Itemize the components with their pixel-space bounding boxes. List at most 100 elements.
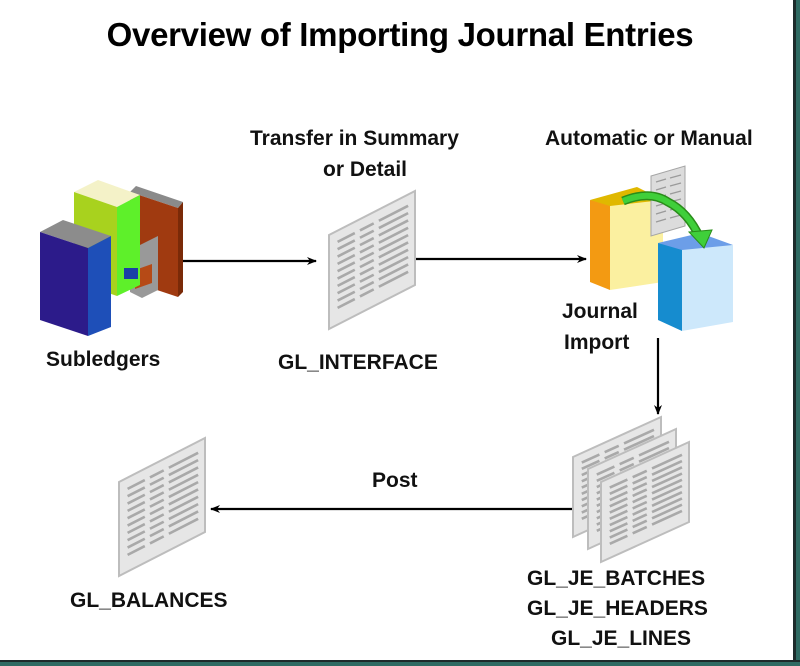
sheet-row-line bbox=[168, 488, 199, 506]
sheet-row-line bbox=[337, 231, 356, 244]
window-frame-bottom bbox=[0, 660, 800, 666]
sheet-row-line bbox=[337, 261, 356, 273]
sheet-row-line bbox=[149, 513, 165, 523]
sheet-row-line bbox=[337, 253, 356, 266]
sheet-row-line bbox=[632, 488, 648, 498]
post-edge-label: Post bbox=[372, 469, 418, 492]
sheet-row-line bbox=[149, 491, 165, 501]
sheet-row-line bbox=[359, 229, 375, 239]
sheet-row-line bbox=[168, 458, 199, 477]
sheet-row-line bbox=[651, 509, 683, 526]
sheet-row-line bbox=[651, 466, 683, 483]
sheet-row-line bbox=[359, 251, 375, 261]
sheet-row-line bbox=[127, 508, 146, 520]
sheet-row-line bbox=[378, 211, 409, 230]
sheet-row-line bbox=[127, 544, 146, 557]
sheet-row-line bbox=[604, 450, 620, 460]
sheet-row-line bbox=[149, 498, 165, 508]
sheet-row-line bbox=[127, 478, 146, 491]
sheet-row-line bbox=[168, 480, 199, 499]
sheet-row-line bbox=[127, 537, 146, 549]
sheet-row-line bbox=[623, 428, 655, 445]
sheet-row-line bbox=[609, 478, 628, 489]
journal-import-label-line2: Import bbox=[564, 331, 630, 354]
sheet-row-line bbox=[619, 462, 635, 472]
sheet-row-line bbox=[609, 534, 628, 545]
sheet-row-line bbox=[127, 522, 146, 535]
sheet-row-line bbox=[632, 469, 648, 479]
sheet-row-line bbox=[337, 297, 356, 310]
subledgers-label: Subledgers bbox=[46, 348, 161, 371]
sheet-row-line bbox=[359, 258, 375, 269]
sheet-row-line bbox=[632, 482, 648, 491]
sheet-row-line bbox=[168, 517, 199, 535]
sheet-row-line bbox=[149, 505, 165, 516]
sheet-row-line bbox=[581, 459, 600, 471]
sheet-row-line bbox=[127, 515, 146, 527]
je-tables-label-batches: GL_JE_BATCHES bbox=[527, 567, 706, 590]
sheet-row-line bbox=[596, 471, 615, 483]
sheet-row-line bbox=[378, 263, 409, 281]
sheet-row-line bbox=[609, 497, 628, 508]
sheet-row-line bbox=[596, 465, 615, 476]
sheet-row-line bbox=[632, 513, 648, 523]
books-icon bbox=[40, 180, 183, 336]
diagram-title: Overview of Importing Journal Entries bbox=[106, 16, 694, 53]
sheet-row-line bbox=[651, 472, 683, 489]
sheet-row-line bbox=[632, 525, 648, 535]
sheet-row-line bbox=[337, 246, 356, 258]
sheet-row-line bbox=[337, 275, 356, 288]
sheet-row-line bbox=[638, 440, 670, 457]
sheet-row-line bbox=[127, 500, 146, 513]
sheet-row-line bbox=[378, 233, 409, 252]
gl-balances-label: GL_BALANCES bbox=[70, 589, 228, 612]
sheet-row-line bbox=[378, 204, 409, 222]
sheet-row-line bbox=[609, 503, 628, 514]
sheet-row-line bbox=[149, 476, 165, 486]
sheet-row-line bbox=[378, 241, 409, 259]
sheet-row-line bbox=[149, 535, 165, 545]
sheet-row-line bbox=[378, 248, 409, 266]
gl-interface-label: GL_INTERFACE bbox=[278, 351, 438, 374]
sheet-row-line bbox=[581, 453, 600, 464]
sheet-row-line bbox=[632, 507, 648, 516]
file-transfer-icon bbox=[590, 165, 733, 331]
sheet-row-line bbox=[378, 226, 409, 244]
sheet-row-line bbox=[651, 478, 683, 495]
sheet-row-line bbox=[359, 266, 375, 276]
sheet-row-line bbox=[632, 519, 648, 529]
sheet-row-line bbox=[651, 453, 683, 470]
sheet-row-line bbox=[632, 494, 648, 504]
sheet-row-line bbox=[168, 495, 199, 513]
sheet-row-line bbox=[638, 446, 670, 463]
sheet-row-line bbox=[651, 459, 683, 476]
sheet-row-line bbox=[149, 469, 165, 479]
sheet-row-line bbox=[378, 255, 409, 274]
sheet-row-line bbox=[127, 530, 146, 542]
sheet-row-line bbox=[632, 475, 648, 485]
sheet-row-line bbox=[651, 484, 683, 501]
gl-interface-table-icon bbox=[328, 189, 416, 331]
sheet-row-line bbox=[359, 288, 375, 298]
sheet-row-line bbox=[359, 236, 375, 247]
sheet-row-line bbox=[149, 520, 165, 530]
journal-import-caption: Automatic or Manual bbox=[545, 127, 753, 150]
je-tables-label-lines: GL_JE_LINES bbox=[551, 627, 692, 650]
sheet-row-line bbox=[127, 486, 146, 498]
sheet-row-line bbox=[127, 493, 146, 505]
gl-interface-caption-line2: or Detail bbox=[323, 158, 408, 181]
sheet-row-line bbox=[359, 273, 375, 283]
sheet-row-line bbox=[609, 484, 628, 496]
sheet-row-line bbox=[168, 473, 199, 491]
sheet-row-line bbox=[623, 434, 655, 451]
sheet-row-line bbox=[604, 444, 620, 454]
sheet-row-line bbox=[378, 270, 409, 288]
sheet-row-line bbox=[337, 268, 356, 280]
sheet-row-line bbox=[619, 456, 635, 466]
sheet-row-line bbox=[609, 515, 628, 527]
sheet-row-line bbox=[378, 219, 409, 237]
sheet-row-line bbox=[609, 509, 628, 520]
sheet-row-line bbox=[337, 283, 356, 295]
sheet-row-line bbox=[168, 510, 199, 528]
